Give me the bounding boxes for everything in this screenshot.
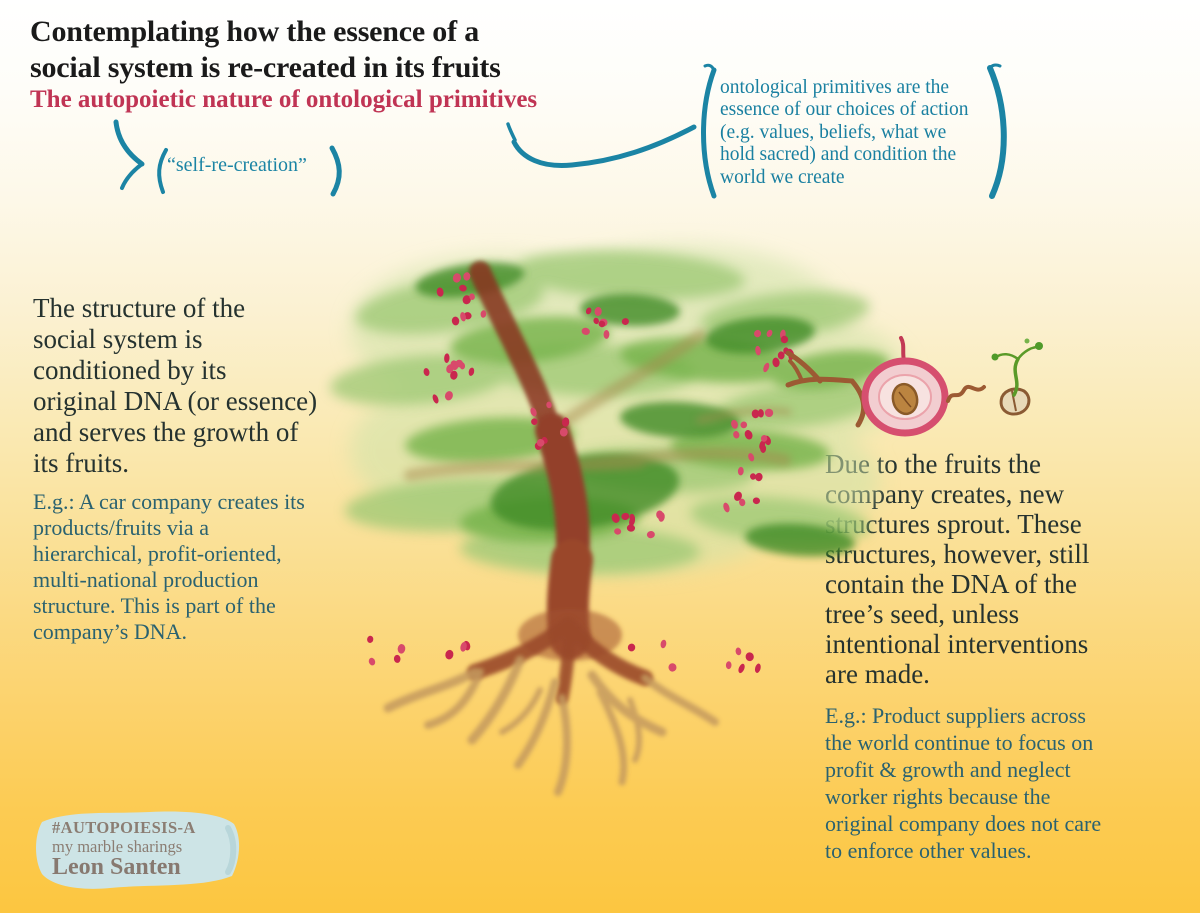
- badge-author: Leon Santen: [52, 854, 181, 880]
- page-subtitle: The autopoietic nature of ontological pr…: [30, 86, 538, 113]
- left-statement: The structure of the social system is co…: [33, 293, 318, 478]
- badge-tagline: my marble sharings: [52, 837, 183, 856]
- author-badge: #AUTOPOIESIS-A my marble sharings Leon S…: [30, 804, 250, 899]
- sprout-icon: [991, 338, 1043, 416]
- tree-berries: [367, 272, 794, 674]
- badge-swatch-icon: [36, 811, 240, 889]
- tree-illustration: [330, 245, 910, 796]
- wave-connector-icon: [506, 122, 697, 169]
- badge-hashtag: #AUTOPOIESIS-A: [52, 818, 196, 837]
- note-parentheses-icon: [701, 63, 1007, 199]
- right-example: E.g.: Product suppliers across the world…: [825, 703, 1102, 863]
- tree-foliage: [330, 245, 910, 575]
- self-recreation-label: “self-re-creation”: [167, 154, 307, 176]
- apple-icon: [861, 336, 949, 437]
- left-example: E.g.: A car company creates its products…: [33, 489, 305, 644]
- ontological-note: ontological primitives are the essence o…: [720, 77, 969, 188]
- tree-roots: [383, 617, 719, 796]
- page-title: Contemplating how the essence of a socia…: [30, 15, 501, 84]
- fruit-cycle-illustration: [785, 336, 1043, 437]
- branch-icon: [785, 350, 867, 428]
- falling-seed-icon: [946, 384, 986, 403]
- self-recreation-brace-icon: [113, 119, 342, 197]
